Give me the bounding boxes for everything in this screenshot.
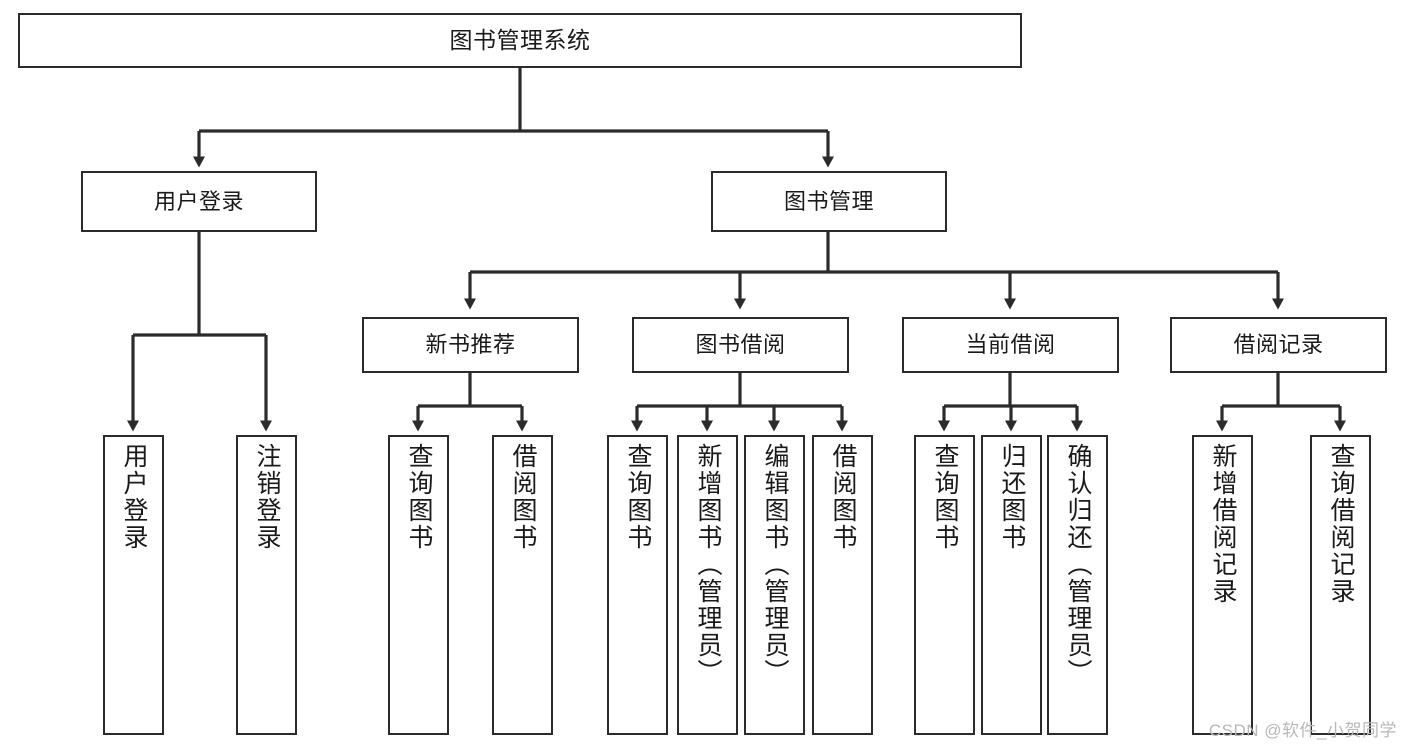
node-leaf-query-book-3[interactable]: 查询图书	[914, 435, 975, 735]
node-new-book-recommend[interactable]: 新书推荐	[362, 317, 579, 373]
node-leaf-borrow-book-2-label: 借阅图书	[829, 443, 857, 551]
node-leaf-borrow-book-2[interactable]: 借阅图书	[812, 435, 873, 735]
node-book-manage[interactable]: 图书管理	[711, 171, 947, 232]
node-leaf-return-book-label: 归还图书	[998, 443, 1026, 551]
node-leaf-return-book[interactable]: 归还图书	[981, 435, 1042, 735]
node-leaf-borrow-book-1-label: 借阅图书	[509, 443, 537, 551]
node-root[interactable]: 图书管理系统	[18, 13, 1022, 68]
node-leaf-add-book-label: 新增图书（管理员）	[694, 443, 722, 686]
node-leaf-user-logout-label: 注销登录	[253, 443, 281, 551]
node-current-borrow[interactable]: 当前借阅	[902, 317, 1119, 373]
node-leaf-confirm-return-label: 确认归还（管理员）	[1064, 443, 1092, 686]
node-user-login[interactable]: 用户登录	[81, 171, 317, 232]
node-leaf-query-book-2[interactable]: 查询图书	[607, 435, 668, 735]
node-book-borrow-label: 图书借阅	[695, 332, 786, 358]
node-leaf-query-book-3-label: 查询图书	[931, 443, 959, 551]
node-leaf-add-record[interactable]: 新增借阅记录	[1192, 435, 1253, 735]
node-leaf-add-record-label: 新增借阅记录	[1209, 443, 1237, 605]
node-new-book-recommend-label: 新书推荐	[425, 332, 516, 358]
node-leaf-confirm-return[interactable]: 确认归还（管理员）	[1047, 435, 1108, 735]
node-book-manage-label: 图书管理	[783, 188, 874, 214]
node-leaf-edit-book-label: 编辑图书（管理员）	[761, 443, 789, 686]
node-leaf-query-record-label: 查询借阅记录	[1327, 443, 1355, 605]
node-leaf-user-logout[interactable]: 注销登录	[236, 435, 297, 735]
node-root-label: 图书管理系统	[449, 27, 591, 54]
node-user-login-label: 用户登录	[153, 188, 244, 214]
node-borrow-record-label: 借阅记录	[1233, 332, 1324, 358]
node-leaf-query-record[interactable]: 查询借阅记录	[1310, 435, 1371, 735]
node-leaf-query-book-2-label: 查询图书	[624, 443, 652, 551]
node-leaf-borrow-book-1[interactable]: 借阅图书	[492, 435, 553, 735]
node-leaf-add-book[interactable]: 新增图书（管理员）	[677, 435, 738, 735]
node-leaf-edit-book[interactable]: 编辑图书（管理员）	[744, 435, 805, 735]
node-leaf-user-login-label: 用户登录	[120, 443, 148, 551]
node-leaf-user-login[interactable]: 用户登录	[103, 435, 164, 735]
node-leaf-query-book-1-label: 查询图书	[405, 443, 433, 551]
node-leaf-query-book-1[interactable]: 查询图书	[388, 435, 449, 735]
node-book-borrow[interactable]: 图书借阅	[632, 317, 849, 373]
node-current-borrow-label: 当前借阅	[965, 332, 1056, 358]
node-borrow-record[interactable]: 借阅记录	[1170, 317, 1387, 373]
